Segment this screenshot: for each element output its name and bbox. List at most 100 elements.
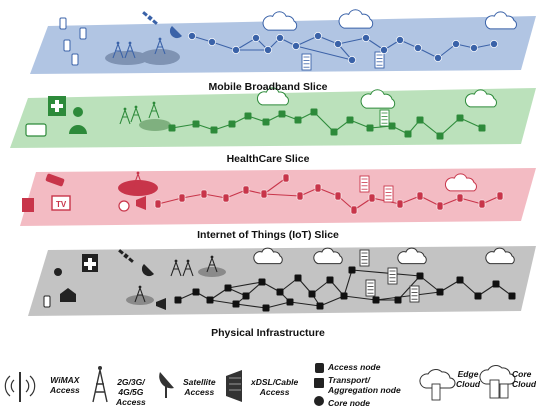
mbb-node (348, 56, 356, 64)
health-node (388, 122, 396, 130)
phys-node (394, 296, 402, 304)
mbb-node (452, 40, 460, 48)
phys-node (436, 288, 444, 296)
health-node (346, 116, 354, 124)
iot-link (203, 193, 227, 199)
legend-core-cloud-icon (479, 365, 516, 399)
health-link (171, 123, 197, 129)
mbb-node (414, 44, 422, 52)
mbb-link (211, 41, 237, 51)
mbb-server-icon (301, 53, 312, 71)
legend-xdsl-icon (226, 370, 242, 402)
slice-label-healthcare: HealthCare Slice (226, 153, 310, 165)
legend-transport-node-label: Transport/ Aggregation node (328, 375, 401, 395)
iot-node (416, 191, 424, 201)
iot-link (399, 195, 421, 205)
mbb-phone-icon (79, 27, 87, 40)
mbb-node (380, 46, 388, 54)
phys-node (174, 296, 182, 304)
phys-node (206, 296, 214, 304)
phys-core-cloud-icon (485, 247, 515, 265)
mbb-satellite-icon (142, 11, 158, 25)
slice-label-physical: Physical Infrastructure (211, 327, 325, 339)
phys-tower-icon (170, 259, 182, 277)
mbb-link (337, 37, 367, 45)
mbb-node (252, 34, 260, 42)
iot-node (478, 199, 486, 209)
iot-link (157, 197, 183, 205)
phys-edge-cloud-icon (253, 247, 283, 265)
health-node (278, 110, 286, 118)
phys-xdsl-icon (156, 298, 166, 310)
phys-node (508, 292, 516, 300)
iot-node (314, 183, 322, 193)
legend-satellite-label: Satellite Access (183, 377, 216, 397)
phys-dish-icon (141, 264, 154, 277)
mbb-node (276, 34, 284, 42)
mbb-phone-icon (63, 39, 71, 52)
phys-link (343, 269, 353, 297)
legend-core-node-label: Core node (328, 398, 371, 408)
health-node (168, 124, 176, 132)
phys-node (258, 278, 266, 286)
phys-node (316, 302, 324, 310)
phys-link (397, 275, 421, 301)
mbb-node (232, 46, 240, 54)
mbb-dish-icon (169, 26, 182, 39)
phys-node (192, 288, 200, 296)
phys-core-cloud-icon (313, 247, 343, 265)
xdsl-icon (136, 196, 146, 210)
mbb-node (334, 40, 342, 48)
health-node (244, 112, 252, 120)
phys-node (224, 284, 232, 292)
phys-node (456, 276, 464, 284)
health-node (436, 132, 444, 140)
iot-link (419, 195, 441, 207)
phys-link (289, 301, 321, 307)
iot-node (296, 191, 304, 201)
health-node (210, 126, 218, 134)
phys-link (209, 299, 237, 305)
phys-server-icon (359, 249, 370, 267)
mbb-node (362, 34, 370, 42)
camera-icon (45, 173, 65, 187)
phys-node (474, 292, 482, 300)
iot-link (225, 189, 247, 199)
health-node (416, 116, 424, 124)
mbb-coverage-area (140, 49, 180, 65)
tv-icon: TV (51, 195, 71, 211)
mbb-phone-icon (59, 17, 67, 30)
iot-link (317, 187, 339, 197)
iot-server-icon (359, 175, 370, 193)
phys-node (348, 266, 356, 274)
phys-coverage-area (198, 267, 226, 277)
mbb-node (188, 32, 196, 40)
health-tower-icon (148, 101, 160, 119)
legend-core-node-icon (314, 396, 324, 406)
legend-access-node-label: Access node (328, 362, 381, 372)
phys-hospital-icon (82, 254, 98, 272)
phys-satellite-icon (118, 249, 134, 263)
svg-text:TV: TV (56, 200, 67, 209)
iot-server-icon (383, 185, 394, 203)
iot-link (439, 197, 461, 207)
iot-node (222, 193, 230, 203)
health-tower-icon (119, 107, 131, 125)
phys-server-icon (409, 285, 420, 303)
phys-node (308, 290, 316, 298)
legend-transport-node-icon (314, 378, 324, 388)
iot-core-cloud-icon (444, 173, 477, 192)
phys-link (265, 301, 291, 309)
phys-link (227, 281, 263, 289)
iot-node (260, 189, 268, 199)
iot-node (396, 199, 404, 209)
iot-node (334, 191, 342, 201)
health-link (313, 111, 335, 133)
mbb-link (295, 35, 319, 47)
mbb-node (396, 36, 404, 44)
phys-node (326, 276, 334, 284)
fan-icon (118, 200, 130, 212)
health-node (366, 124, 374, 132)
hospital-icon (48, 96, 66, 116)
